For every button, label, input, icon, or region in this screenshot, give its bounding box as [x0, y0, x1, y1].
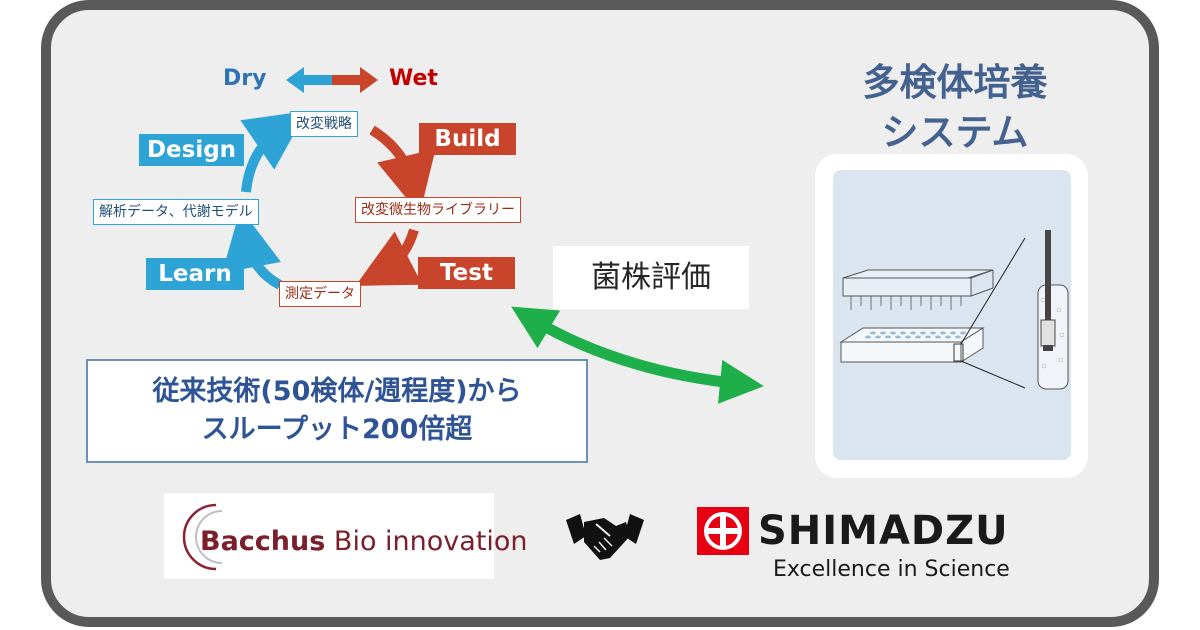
system-title-line-2: システム: [881, 111, 1029, 154]
shimadzu-name: SHIMADZU: [758, 508, 1009, 554]
system-title-line-1: 多検体培養: [862, 61, 1048, 104]
node-measurement: 測定データ: [279, 281, 361, 307]
node-strategy: 改変戦略: [290, 111, 358, 137]
handshake-icon: [566, 514, 644, 560]
node-library: 改変微生物ライブラリー: [355, 197, 521, 223]
phase-learn: Learn: [146, 258, 244, 290]
test-arrow: [355, 228, 423, 286]
system-title: 多検体培養 システム: [835, 58, 1075, 158]
bacchus-subtitle: Bio innovation: [333, 526, 528, 557]
strain-evaluation-label: 菌株評価: [553, 246, 749, 309]
phase-build: Build: [419, 123, 516, 155]
claim-line-2: スループット200倍超: [201, 414, 473, 445]
dry-label: Dry: [223, 66, 267, 91]
build-arrow: [369, 125, 436, 215]
learn-arrow: [222, 208, 283, 290]
bacchus-arc-icon: [182, 503, 223, 571]
node-analysis: 解析データ、代謝モデル: [93, 199, 259, 225]
claim-line-1: 従来技術(50検体/週程度)から: [152, 376, 522, 407]
throughput-claim-box: 従来技術(50検体/週程度)から スループット200倍超: [86, 359, 588, 463]
shimadzu-mark-icon: [697, 507, 749, 555]
wet-label: Wet: [389, 66, 438, 91]
bacchus-name: Bacchus: [200, 526, 326, 557]
phase-design: Design: [139, 134, 244, 166]
shimadzu-tagline: Excellence in Science: [773, 557, 1010, 582]
culture-system-illustration: [833, 170, 1071, 460]
bacchus-logo-text: Bacchus Bio innovation: [200, 526, 528, 557]
dry-wet-arrow: [286, 67, 378, 93]
phase-test: Test: [418, 257, 515, 289]
evaluation-arrow: [511, 306, 764, 404]
bacchus-logo-box: [164, 493, 494, 579]
design-arrow: [240, 110, 307, 193]
